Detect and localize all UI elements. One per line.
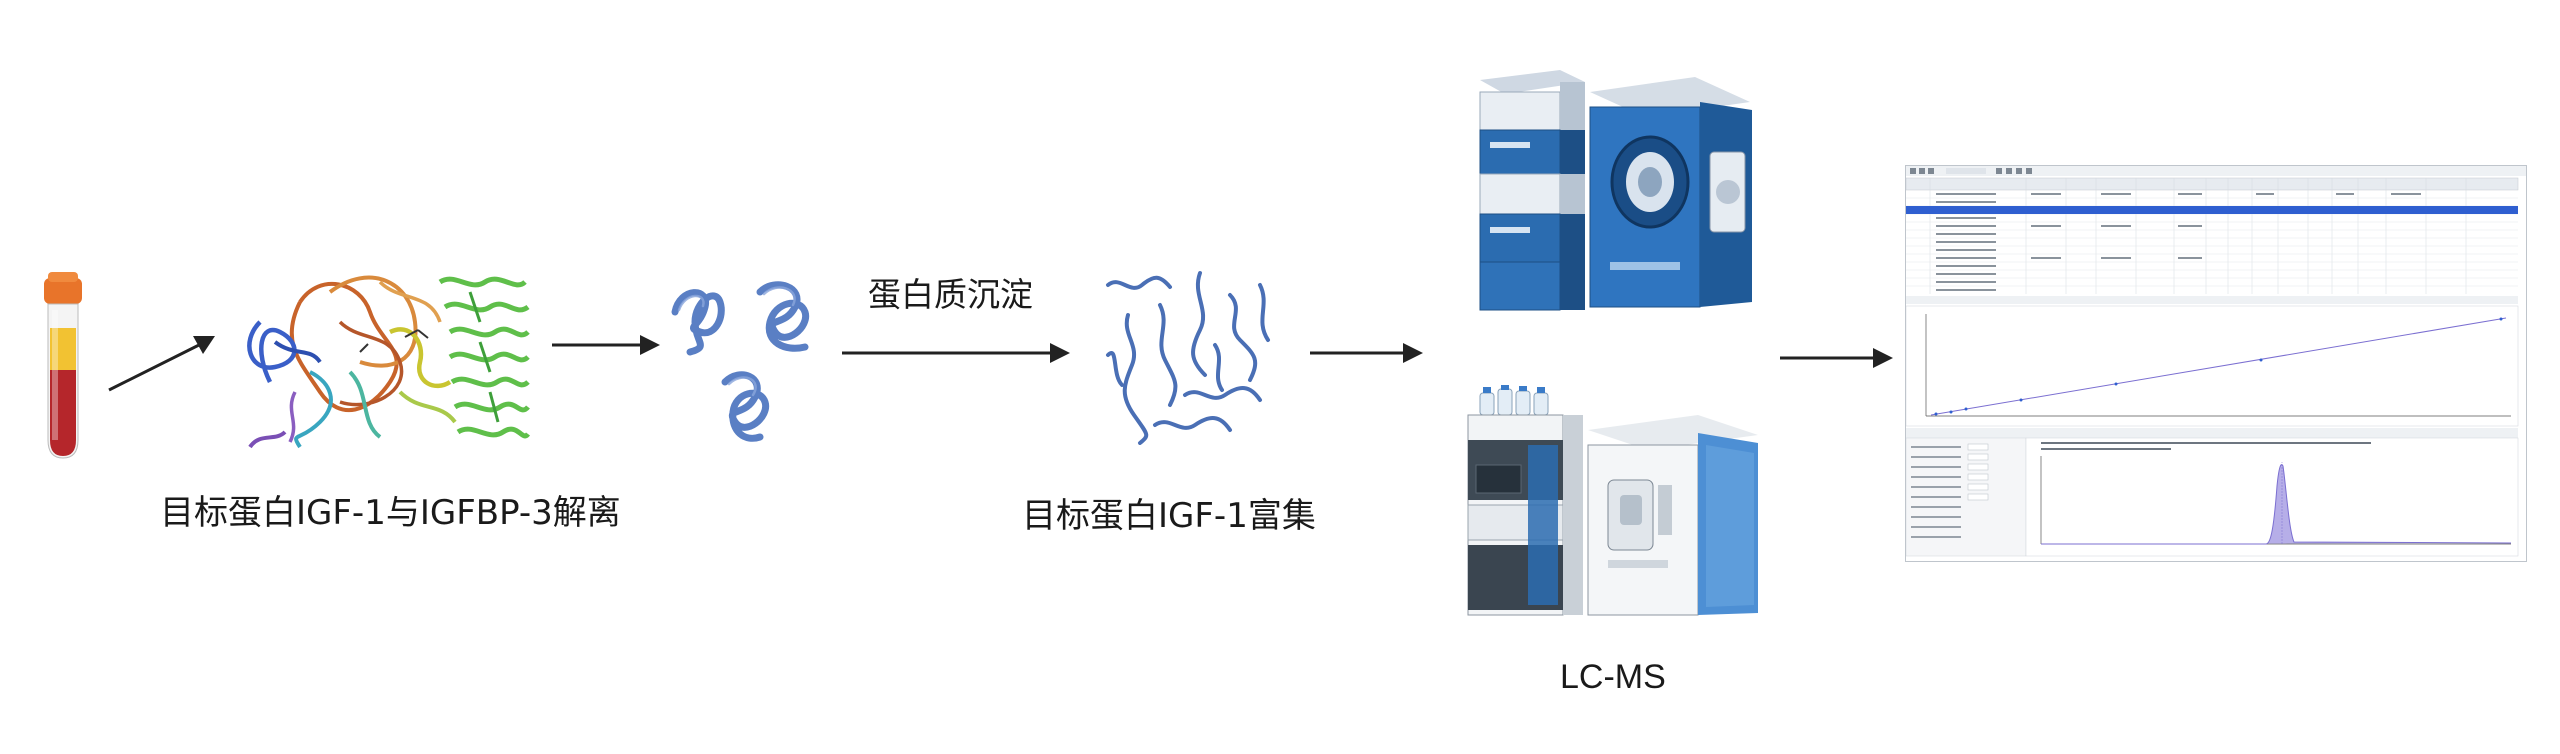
- lcms-instrument-top-illustration: [1460, 62, 1760, 320]
- blood-sample-tube-icon: [40, 270, 86, 462]
- enriched-igf1-strands-icon: [1100, 265, 1285, 445]
- protein-complex-illustration: [240, 262, 530, 457]
- quantitation-software-screenshot: [1905, 165, 2527, 562]
- step3-enrichment-label: 目标蛋白IGF-1富集: [1022, 496, 1316, 536]
- arrow-tube-to-complex: [108, 336, 215, 392]
- arrow-complex-to-igf1: [552, 335, 660, 355]
- step1-dissociation-label: 目标蛋白IGF-1与IGFBP-3解离: [160, 493, 621, 533]
- arrow-to-instrument: [1310, 343, 1423, 363]
- lcms-instrument-bottom-illustration: [1458, 385, 1763, 620]
- dissociated-igf1-proteins-icon: [665, 272, 825, 452]
- lcms-label: LC-MS: [1560, 658, 1666, 696]
- arrow-precipitation: [842, 343, 1070, 363]
- arrow-to-software: [1780, 348, 1893, 368]
- protein-precipitation-label: 蛋白质沉淀: [868, 275, 1033, 314]
